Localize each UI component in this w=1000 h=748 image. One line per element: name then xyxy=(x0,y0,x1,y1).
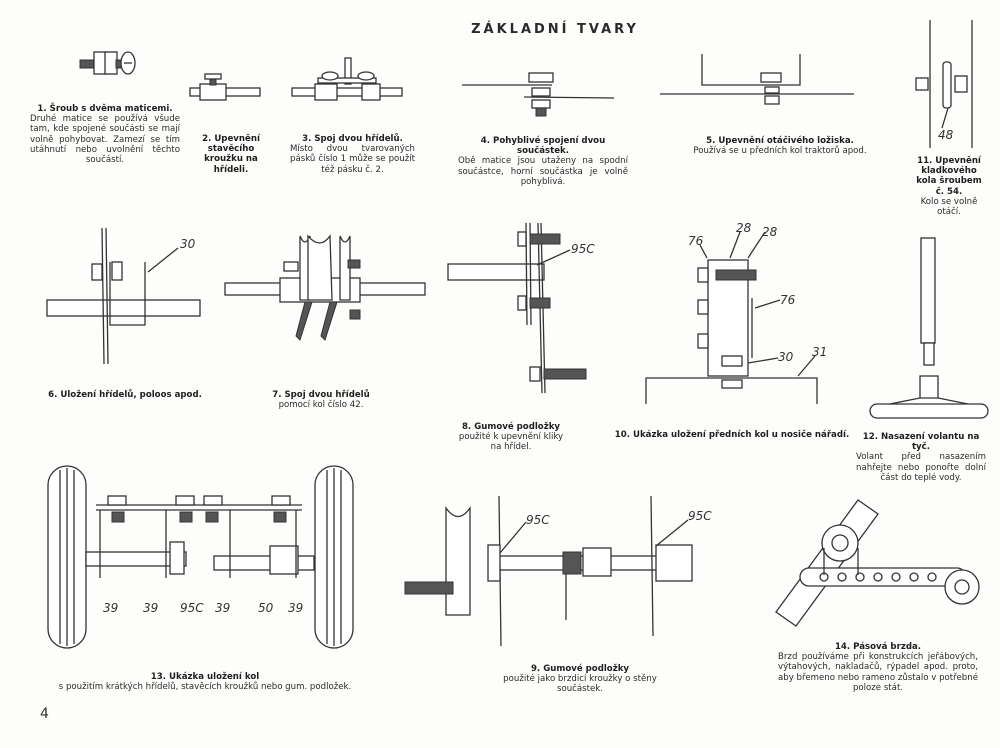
caption-11: 11. Upevnění kladkového kola šroubem č. … xyxy=(912,156,986,217)
figure-9-brake-rubber-washers: 95C 95C xyxy=(404,495,712,647)
part-label-50: 50 xyxy=(258,601,274,615)
page-number: 4 xyxy=(40,706,49,722)
part-label-30: 30 xyxy=(180,237,196,251)
caption-1-text: Druhé matice se používá všude tam, kde s… xyxy=(30,114,180,166)
caption-1-title: 1. Šroub s dvěma maticemi. xyxy=(37,104,173,114)
caption-12: 12. Nasazení volantu na tyč. Volant před… xyxy=(856,432,986,483)
caption-7: 7. Spoj dvou hřídelů pomocí kol číslo 42… xyxy=(266,390,376,410)
figure-5-rotating-bearing xyxy=(660,54,854,105)
caption-14-title: 14. Pásová brzda. xyxy=(834,642,922,652)
caption-3: 3. Spoj dvou hřídelů. Místo dvou tvarova… xyxy=(290,134,415,175)
caption-14-text: Brzd používáme při konstrukcích jeřábový… xyxy=(778,652,978,693)
caption-7-text: pomocí kol číslo 42. xyxy=(278,400,364,411)
figure-4-movable-joint xyxy=(462,72,615,117)
caption-5-text: Používá se u předních kol traktorů apod. xyxy=(693,146,867,157)
figure-12-steering-wheel-on-rod xyxy=(869,237,989,419)
caption-6: 6. Uložení hřídelů, poloos apod. xyxy=(40,390,210,400)
caption-4-title: 4. Pohyblivé spojení dvou součástek. xyxy=(480,136,606,157)
caption-10-title: 10. Ukázka uložení předních kol u nosiče… xyxy=(614,430,850,440)
caption-2: 2. Upevnění stavěcího kroužku na hřídeli… xyxy=(190,134,272,175)
caption-8-title: 8. Gumové podložky xyxy=(461,422,561,432)
part-label-28: 28 xyxy=(762,225,778,239)
caption-14: 14. Pásová brzda. Brzd používáme při kon… xyxy=(778,642,978,693)
caption-13: 13. Ukázka uložení kol s použitím krátký… xyxy=(40,672,370,692)
part-label-39: 39 xyxy=(215,601,230,615)
caption-13-text: s použitím krátkých hřídelů, stavěcích k… xyxy=(58,682,352,693)
caption-4-text: Obě matice jsou utaženy na spodní součás… xyxy=(458,156,628,187)
part-label-95c: 95C xyxy=(180,601,204,615)
caption-9-title: 9. Gumové podložky xyxy=(530,664,630,674)
figure-14-band-brake xyxy=(775,499,980,627)
part-label-95c: 95C xyxy=(571,242,595,256)
caption-10: 10. Ukázka uložení předních kol u nosiče… xyxy=(612,430,852,440)
part-label-39: 39 xyxy=(143,601,158,615)
figure-6-shaft-mounting: 30 xyxy=(46,227,201,365)
caption-9-text: použité jako brzdicí kroužky o stěny sou… xyxy=(503,674,657,695)
caption-3-title: 3. Spoj dvou hřídelů. xyxy=(302,134,403,144)
part-label-95c: 95C xyxy=(526,513,550,527)
caption-11-text: Kolo se volně otáčí. xyxy=(920,196,978,218)
part-label-39: 39 xyxy=(288,601,303,615)
caption-13-title: 13. Ukázka uložení kol xyxy=(150,672,260,682)
page-title: ZÁKLADNÍ TVARY xyxy=(471,22,639,37)
figure-7-wheel-shaft-joint xyxy=(224,234,426,341)
caption-5-title: 5. Upevnění otáčivého ložiska. xyxy=(706,136,854,146)
caption-5: 5. Upevnění otáčivého ložiska. Používá s… xyxy=(680,136,880,156)
part-label-28: 28 xyxy=(736,221,752,235)
part-label-95c: 95C xyxy=(688,509,712,523)
caption-6-title: 6. Uložení hřídelů, poloos apod. xyxy=(48,390,202,400)
figure-8-crank-rubber-washers: 95C xyxy=(447,222,595,394)
caption-12-title: 12. Nasazení volantu na tyč. xyxy=(862,432,980,453)
part-label-76: 76 xyxy=(688,234,704,248)
figure-11-pulley-wheel: 48 xyxy=(915,20,973,148)
caption-11-title: 11. Upevnění kladkového kola šroubem č. … xyxy=(916,156,982,197)
caption-7-title: 7. Spoj dvou hřídelů xyxy=(272,390,370,400)
part-label-39: 39 xyxy=(103,601,118,615)
caption-2-title: 2. Upevnění stavěcího kroužku na hřídeli… xyxy=(202,134,260,175)
figure-1-bolt-two-nuts xyxy=(79,51,136,75)
caption-8: 8. Gumové podložky použité k upevnění kl… xyxy=(456,422,566,453)
figure-13-wheel-mounting: 39 39 95C 39 50 39 xyxy=(47,465,354,649)
caption-12-text: Volant před nasazením nahřejte nebo pono… xyxy=(856,452,986,483)
figure-10-front-wheel-carrier: 76 28 28 76 30 31 xyxy=(645,221,827,404)
part-label-76: 76 xyxy=(780,293,796,307)
caption-8-text: použité k upevnění kliky na hřídel. xyxy=(458,432,564,453)
figure-3-shaft-joint xyxy=(291,57,403,101)
figure-2-collar-on-shaft xyxy=(189,73,261,101)
part-label-31: 31 xyxy=(812,345,827,359)
caption-1: 1. Šroub s dvěma maticemi. Druhé matice … xyxy=(30,104,180,165)
part-label-48: 48 xyxy=(938,128,954,142)
caption-4: 4. Pohyblivé spojení dvou součástek. Obě… xyxy=(458,136,628,187)
caption-3-text: Místo dvou tvarovaných pásků číslo 1 můž… xyxy=(290,144,415,175)
caption-9: 9. Gumové podložky použité jako brzdicí … xyxy=(500,664,660,695)
part-label-30: 30 xyxy=(778,350,794,364)
